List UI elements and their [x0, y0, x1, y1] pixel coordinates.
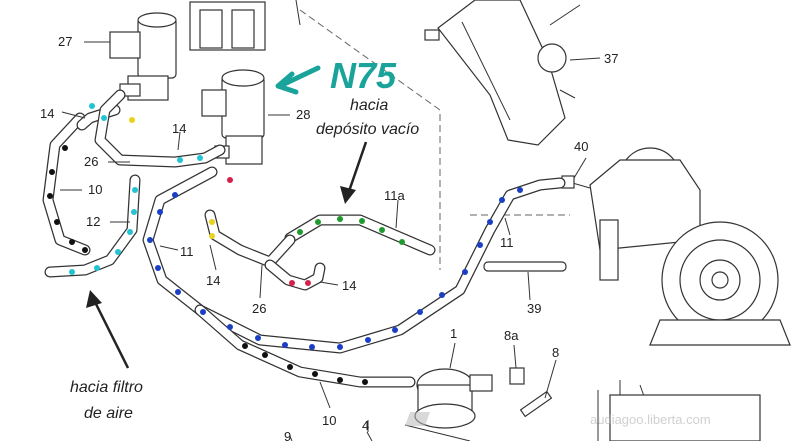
hoses — [42, 89, 566, 388]
label-27: 27 — [58, 34, 72, 49]
label-26-lower: 26 — [252, 301, 266, 316]
vacuum-note-line1: hacia — [350, 97, 388, 114]
label-11-left: 11 — [180, 244, 194, 259]
n75-annotation: N75 — [275, 55, 397, 96]
label-37: 37 — [604, 51, 618, 66]
label-11-right: 11 — [500, 235, 514, 250]
part-4-9-stubs — [289, 431, 373, 442]
label-4: 4 — [362, 418, 369, 433]
top-connector-block — [189, 0, 301, 51]
label-8a: 8a — [504, 328, 519, 343]
label-1: 1 — [450, 326, 457, 341]
dots-green — [297, 216, 405, 245]
intake-pipe-37 — [424, 0, 581, 146]
solenoid-valve-28-n75 — [201, 69, 265, 165]
vacuum-note-line2: depósito vacío — [316, 121, 419, 138]
leader-lines — [60, 41, 601, 432]
valve-1 — [404, 367, 525, 442]
label-12: 12 — [86, 214, 100, 229]
label-28: 28 — [296, 107, 310, 122]
label-9: 9 — [284, 429, 291, 441]
filter-note: hacia filtro de aire — [70, 290, 143, 422]
label-14-mid: 14 — [172, 121, 186, 136]
filter-note-line2: de aire — [84, 405, 133, 422]
label-40: 40 — [574, 139, 588, 154]
label-26-top: 26 — [84, 154, 98, 169]
label-8: 8 — [552, 345, 559, 360]
dots-red — [227, 177, 311, 286]
label-10-bottom: 10 — [322, 413, 336, 428]
n75-label: N75 — [330, 55, 397, 96]
filter-note-line1: hacia filtro — [70, 379, 143, 396]
label-14-red: 14 — [342, 278, 356, 293]
label-39: 39 — [527, 301, 541, 316]
part-number-labels: 27 14 14 28 26 10 12 11 14 26 14 11 11a … — [40, 34, 618, 444]
label-14-left: 14 — [40, 106, 54, 121]
label-11a: 11a — [384, 188, 405, 203]
watermark: audiagoo.liberta.com — [404, 412, 711, 427]
watermark-text: audiagoo.liberta.com — [590, 412, 711, 427]
label-14-lower: 14 — [206, 273, 220, 288]
dashed-boundary — [299, 9, 570, 270]
vacuum-note: hacia depósito vacío — [316, 97, 419, 204]
dots-black — [47, 145, 368, 385]
part-39 — [483, 261, 567, 272]
dots-cyan — [69, 103, 203, 275]
bolts-8 — [519, 380, 761, 442]
turbocharger — [561, 147, 791, 346]
solenoid-valve-27 — [109, 12, 177, 101]
label-10-left: 10 — [88, 182, 102, 197]
dots-blue — [147, 187, 523, 350]
dots-yellow — [129, 117, 215, 239]
